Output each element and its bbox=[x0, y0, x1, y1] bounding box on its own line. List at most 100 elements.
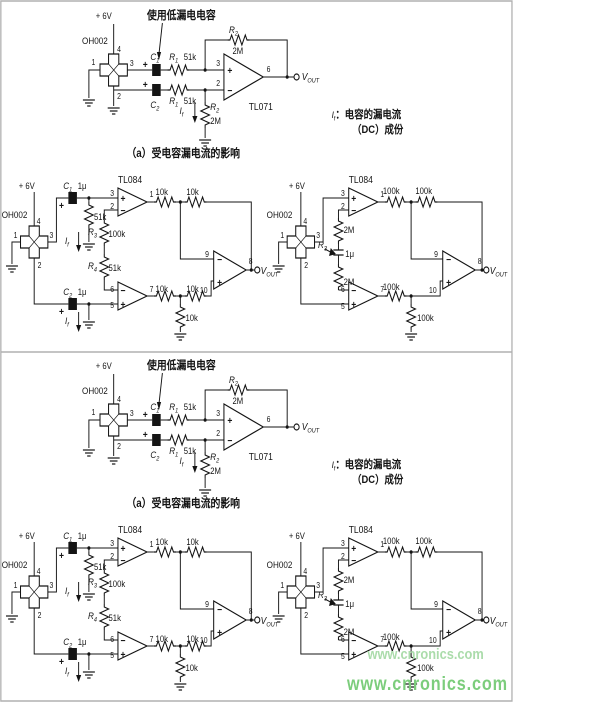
resistor-value: 100k bbox=[415, 185, 432, 196]
pin-label: 4 bbox=[117, 44, 121, 54]
opamp-label: TL084 bbox=[118, 524, 142, 535]
pin-label: 5 bbox=[341, 301, 345, 311]
circuit-b: + 6V OH002 1 3 4 2 C1 1μ + 51k If TL084 … bbox=[2, 524, 279, 691]
opamp-minus: − bbox=[121, 635, 127, 646]
hall-label: OH002 bbox=[2, 559, 28, 570]
polarity-plus: + bbox=[143, 79, 149, 90]
opamp-plus: + bbox=[446, 277, 452, 288]
arrow-icon bbox=[76, 595, 82, 602]
resistor-100k bbox=[406, 303, 416, 331]
polarity-plus: + bbox=[59, 200, 65, 211]
hall-label: OH002 bbox=[267, 559, 293, 570]
resistor-value: 51k bbox=[94, 211, 107, 222]
resistor-r3 bbox=[99, 219, 110, 247]
current-label: If bbox=[65, 665, 70, 678]
resistor-ref: R2 bbox=[229, 374, 239, 387]
resistor-value: 10k bbox=[186, 633, 199, 644]
opamp-triangle bbox=[117, 537, 149, 567]
resistor-value: 10k bbox=[156, 186, 169, 197]
cap-ref: C1 bbox=[150, 51, 159, 64]
pin-label: 6 bbox=[341, 634, 345, 644]
ground-icon bbox=[107, 457, 121, 465]
resistor-value: 10k bbox=[156, 633, 169, 644]
pin-label: 1 bbox=[280, 230, 284, 240]
opamp-minus: − bbox=[446, 604, 452, 615]
cap-value: 1μ bbox=[345, 248, 354, 259]
pin-label: 2 bbox=[117, 91, 121, 101]
current-label: If bbox=[179, 105, 184, 118]
supply-label: + 6V bbox=[289, 530, 305, 541]
resistor-ref: R4 bbox=[88, 260, 98, 273]
cap-ref: C1 bbox=[150, 401, 159, 414]
junction-dot bbox=[178, 294, 182, 298]
junction-dot bbox=[203, 68, 207, 72]
capacitor-c2 bbox=[152, 84, 161, 96]
pin-label: 2 bbox=[38, 260, 42, 270]
hall-label: OH002 bbox=[267, 209, 293, 220]
pin-label: 2 bbox=[216, 78, 220, 88]
resistor-100k bbox=[414, 546, 439, 558]
ground-icon bbox=[107, 107, 121, 115]
pin-label: 2 bbox=[110, 551, 114, 561]
opamp-triangle bbox=[348, 281, 380, 311]
current-label: If bbox=[179, 455, 184, 468]
pin-label: 10 bbox=[429, 635, 437, 645]
leakage-note-line2: （DC）成份 bbox=[352, 472, 404, 486]
resistor-ref: R1 bbox=[169, 51, 178, 64]
resistor-100k bbox=[384, 196, 408, 208]
ground-icon bbox=[5, 615, 19, 623]
junction-dot bbox=[87, 196, 91, 200]
pin-label: 3 bbox=[316, 230, 320, 240]
resistor-r2-feedback bbox=[226, 384, 251, 396]
circuit-c: + 6V OH002 1 3 4 2 TL084 3 2 + − 1 100k … bbox=[267, 524, 508, 691]
pin-label: 7 bbox=[380, 284, 384, 294]
junction-dot bbox=[87, 652, 91, 656]
vout-terminal bbox=[293, 73, 300, 81]
pin-label: 6 bbox=[341, 284, 345, 294]
resistor-value: 2M bbox=[210, 465, 221, 476]
supply-label: + 6V bbox=[289, 180, 305, 191]
resistor-value: 2M bbox=[232, 395, 243, 406]
cap-value: 1μ bbox=[78, 530, 87, 541]
junction-dot bbox=[249, 268, 253, 272]
pin-label: 10 bbox=[429, 285, 437, 295]
opamp-plus: + bbox=[227, 65, 233, 76]
junction-dot bbox=[203, 88, 207, 92]
resistor-value: 10k bbox=[185, 312, 198, 323]
pin-label: 2 bbox=[38, 610, 42, 620]
hall-label: OH002 bbox=[82, 35, 108, 46]
resistor-ref: R1 bbox=[169, 95, 178, 108]
arrow-icon bbox=[76, 325, 82, 332]
resistor-value: 2M bbox=[344, 224, 355, 235]
cap-value: 1μ bbox=[78, 286, 87, 297]
opamp-triangle bbox=[117, 187, 149, 217]
opamp-plus: + bbox=[121, 299, 127, 310]
ground-icon bbox=[82, 99, 96, 107]
resistor-value: 100k bbox=[109, 578, 126, 589]
hall-sensor bbox=[19, 225, 49, 259]
resistor-ref: R3 bbox=[88, 576, 98, 589]
resistor-value: 10k bbox=[185, 662, 198, 673]
ground-icon bbox=[272, 265, 286, 273]
hall-sensor bbox=[99, 53, 128, 87]
pin-label: 9 bbox=[434, 249, 438, 259]
pin-label: 5 bbox=[110, 650, 114, 660]
polarity-plus: + bbox=[59, 550, 65, 561]
ground-icon bbox=[82, 671, 96, 679]
opamp-plus: + bbox=[351, 299, 357, 310]
caption: （a）受电容漏电流的影响 bbox=[126, 146, 240, 160]
pin-label: 8 bbox=[249, 256, 253, 266]
capacitor-plates bbox=[333, 249, 344, 256]
watermark-text: www.cnronics.com bbox=[367, 645, 484, 662]
ground-icon bbox=[82, 321, 96, 329]
resistor-r3 bbox=[99, 569, 110, 597]
hall-sensor bbox=[286, 575, 316, 609]
pin-label: 3 bbox=[110, 188, 114, 198]
current-label: If bbox=[65, 585, 70, 598]
resistor-value: 51k bbox=[184, 51, 197, 62]
resistor-value: 100k bbox=[415, 535, 432, 546]
resistor-r1b bbox=[166, 434, 191, 446]
resistor-value: 100k bbox=[417, 662, 434, 673]
resistor-10k bbox=[184, 546, 208, 558]
